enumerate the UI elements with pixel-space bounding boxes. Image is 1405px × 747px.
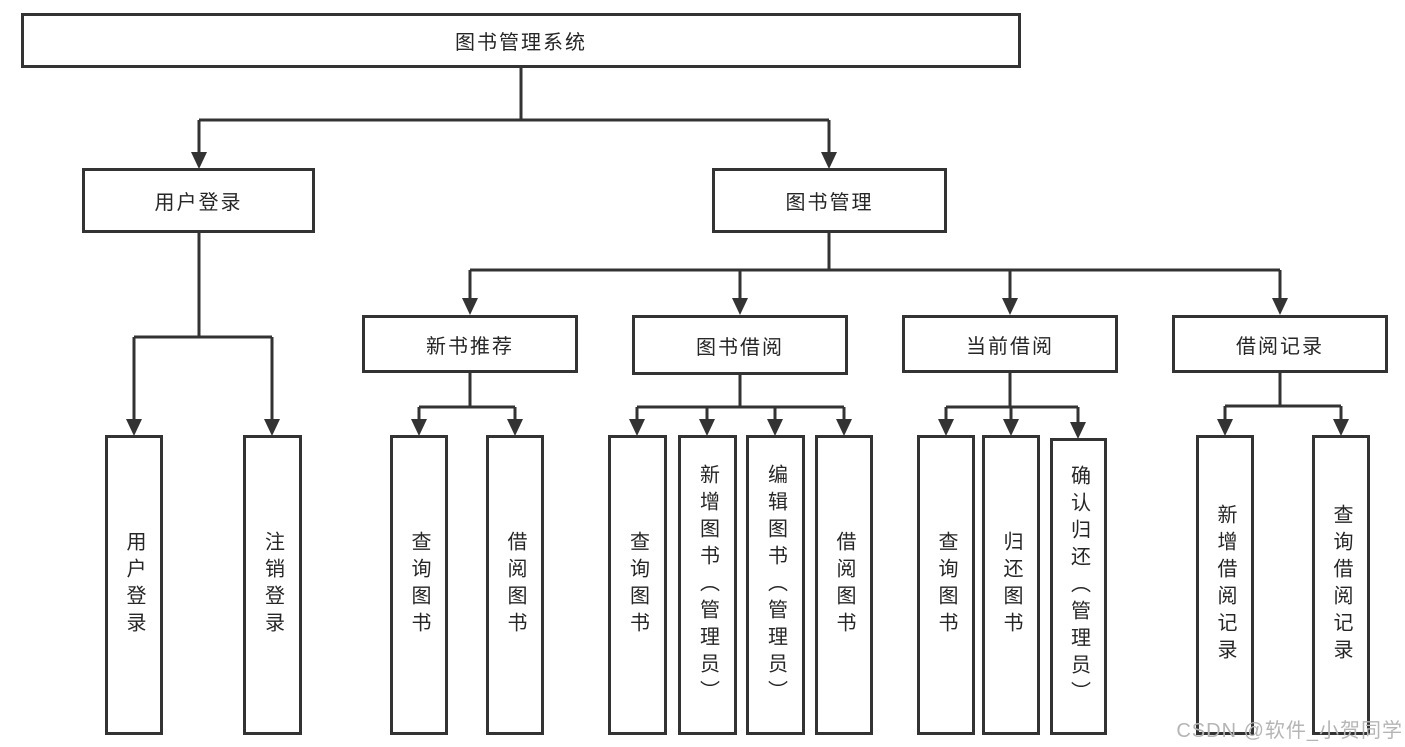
arrowheads <box>126 152 1349 439</box>
leaf-borrow-books: 借阅图书 <box>815 435 873 735</box>
tree-edges <box>132 68 1343 423</box>
leaf-user-login: 用户登录 <box>105 435 163 735</box>
node-current-borrow-label: 当前借阅 <box>966 335 1054 358</box>
leaf-confirm-return-admin-label: 确认归还（管理员） <box>1067 465 1090 708</box>
node-book-borrow-label: 图书借阅 <box>696 336 784 359</box>
leaf-query-books-borrow-label: 查询图书 <box>626 531 649 639</box>
node-new-book-recommend: 新书推荐 <box>362 315 578 373</box>
node-borrow-records: 借阅记录 <box>1172 315 1388 373</box>
leaf-borrow-books-label: 借阅图书 <box>833 531 855 639</box>
leaf-borrow-books-recommend-label: 借阅图书 <box>504 531 526 639</box>
leaf-query-borrow-record: 查询借阅记录 <box>1312 435 1370 735</box>
node-book-management-group-label: 图书管理 <box>785 192 874 214</box>
csdn-watermark: CSDN @软件_小贺同学 <box>1176 720 1403 742</box>
leaf-add-books-admin: 新增图书（管理员） <box>678 435 737 735</box>
leaf-query-books-borrow: 查询图书 <box>608 435 667 735</box>
node-user-login-group-label: 用户登录 <box>154 192 243 214</box>
leaf-edit-books-admin-label: 编辑图书（管理员） <box>764 463 787 707</box>
leaf-return-books: 归还图书 <box>982 435 1040 735</box>
leaf-confirm-return-admin: 确认归还（管理员） <box>1050 438 1107 735</box>
leaf-query-books-current-label: 查询图书 <box>935 531 957 639</box>
leaf-add-books-admin-label: 新增图书（管理员） <box>696 463 719 707</box>
leaf-borrow-books-recommend: 借阅图书 <box>486 435 544 735</box>
leaf-return-books-label: 归还图书 <box>1000 531 1022 639</box>
leaf-add-borrow-record-label: 新增借阅记录 <box>1214 504 1236 666</box>
node-user-login-group: 用户登录 <box>82 168 315 233</box>
leaf-query-books-recommend: 查询图书 <box>390 435 448 735</box>
leaf-logout-label: 注销登录 <box>261 531 284 639</box>
leaf-edit-books-admin: 编辑图书（管理员） <box>746 435 805 735</box>
node-new-book-recommend-label: 新书推荐 <box>426 335 514 358</box>
leaf-logout: 注销登录 <box>243 435 302 735</box>
leaf-add-borrow-record: 新增借阅记录 <box>1196 435 1254 735</box>
node-book-borrow: 图书借阅 <box>632 315 848 375</box>
leaf-query-borrow-record-label: 查询借阅记录 <box>1330 504 1352 666</box>
node-borrow-records-label: 借阅记录 <box>1236 335 1324 358</box>
leaf-query-books-current: 查询图书 <box>917 435 975 735</box>
node-root-book-management-system: 图书管理系统 <box>21 13 1021 68</box>
node-current-borrow: 当前借阅 <box>902 315 1118 373</box>
node-root-label: 图书管理系统 <box>455 32 587 54</box>
node-book-management-group: 图书管理 <box>712 168 947 233</box>
leaf-user-login-label: 用户登录 <box>123 531 145 639</box>
leaf-query-books-recommend-label: 查询图书 <box>408 531 430 639</box>
